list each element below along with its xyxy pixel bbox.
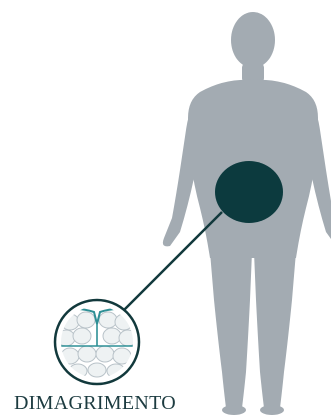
fat-cells-icon [55, 300, 139, 384]
caption-label: DIMAGRIMENTO [0, 392, 190, 415]
abdomen-target-spot-icon [215, 161, 283, 223]
